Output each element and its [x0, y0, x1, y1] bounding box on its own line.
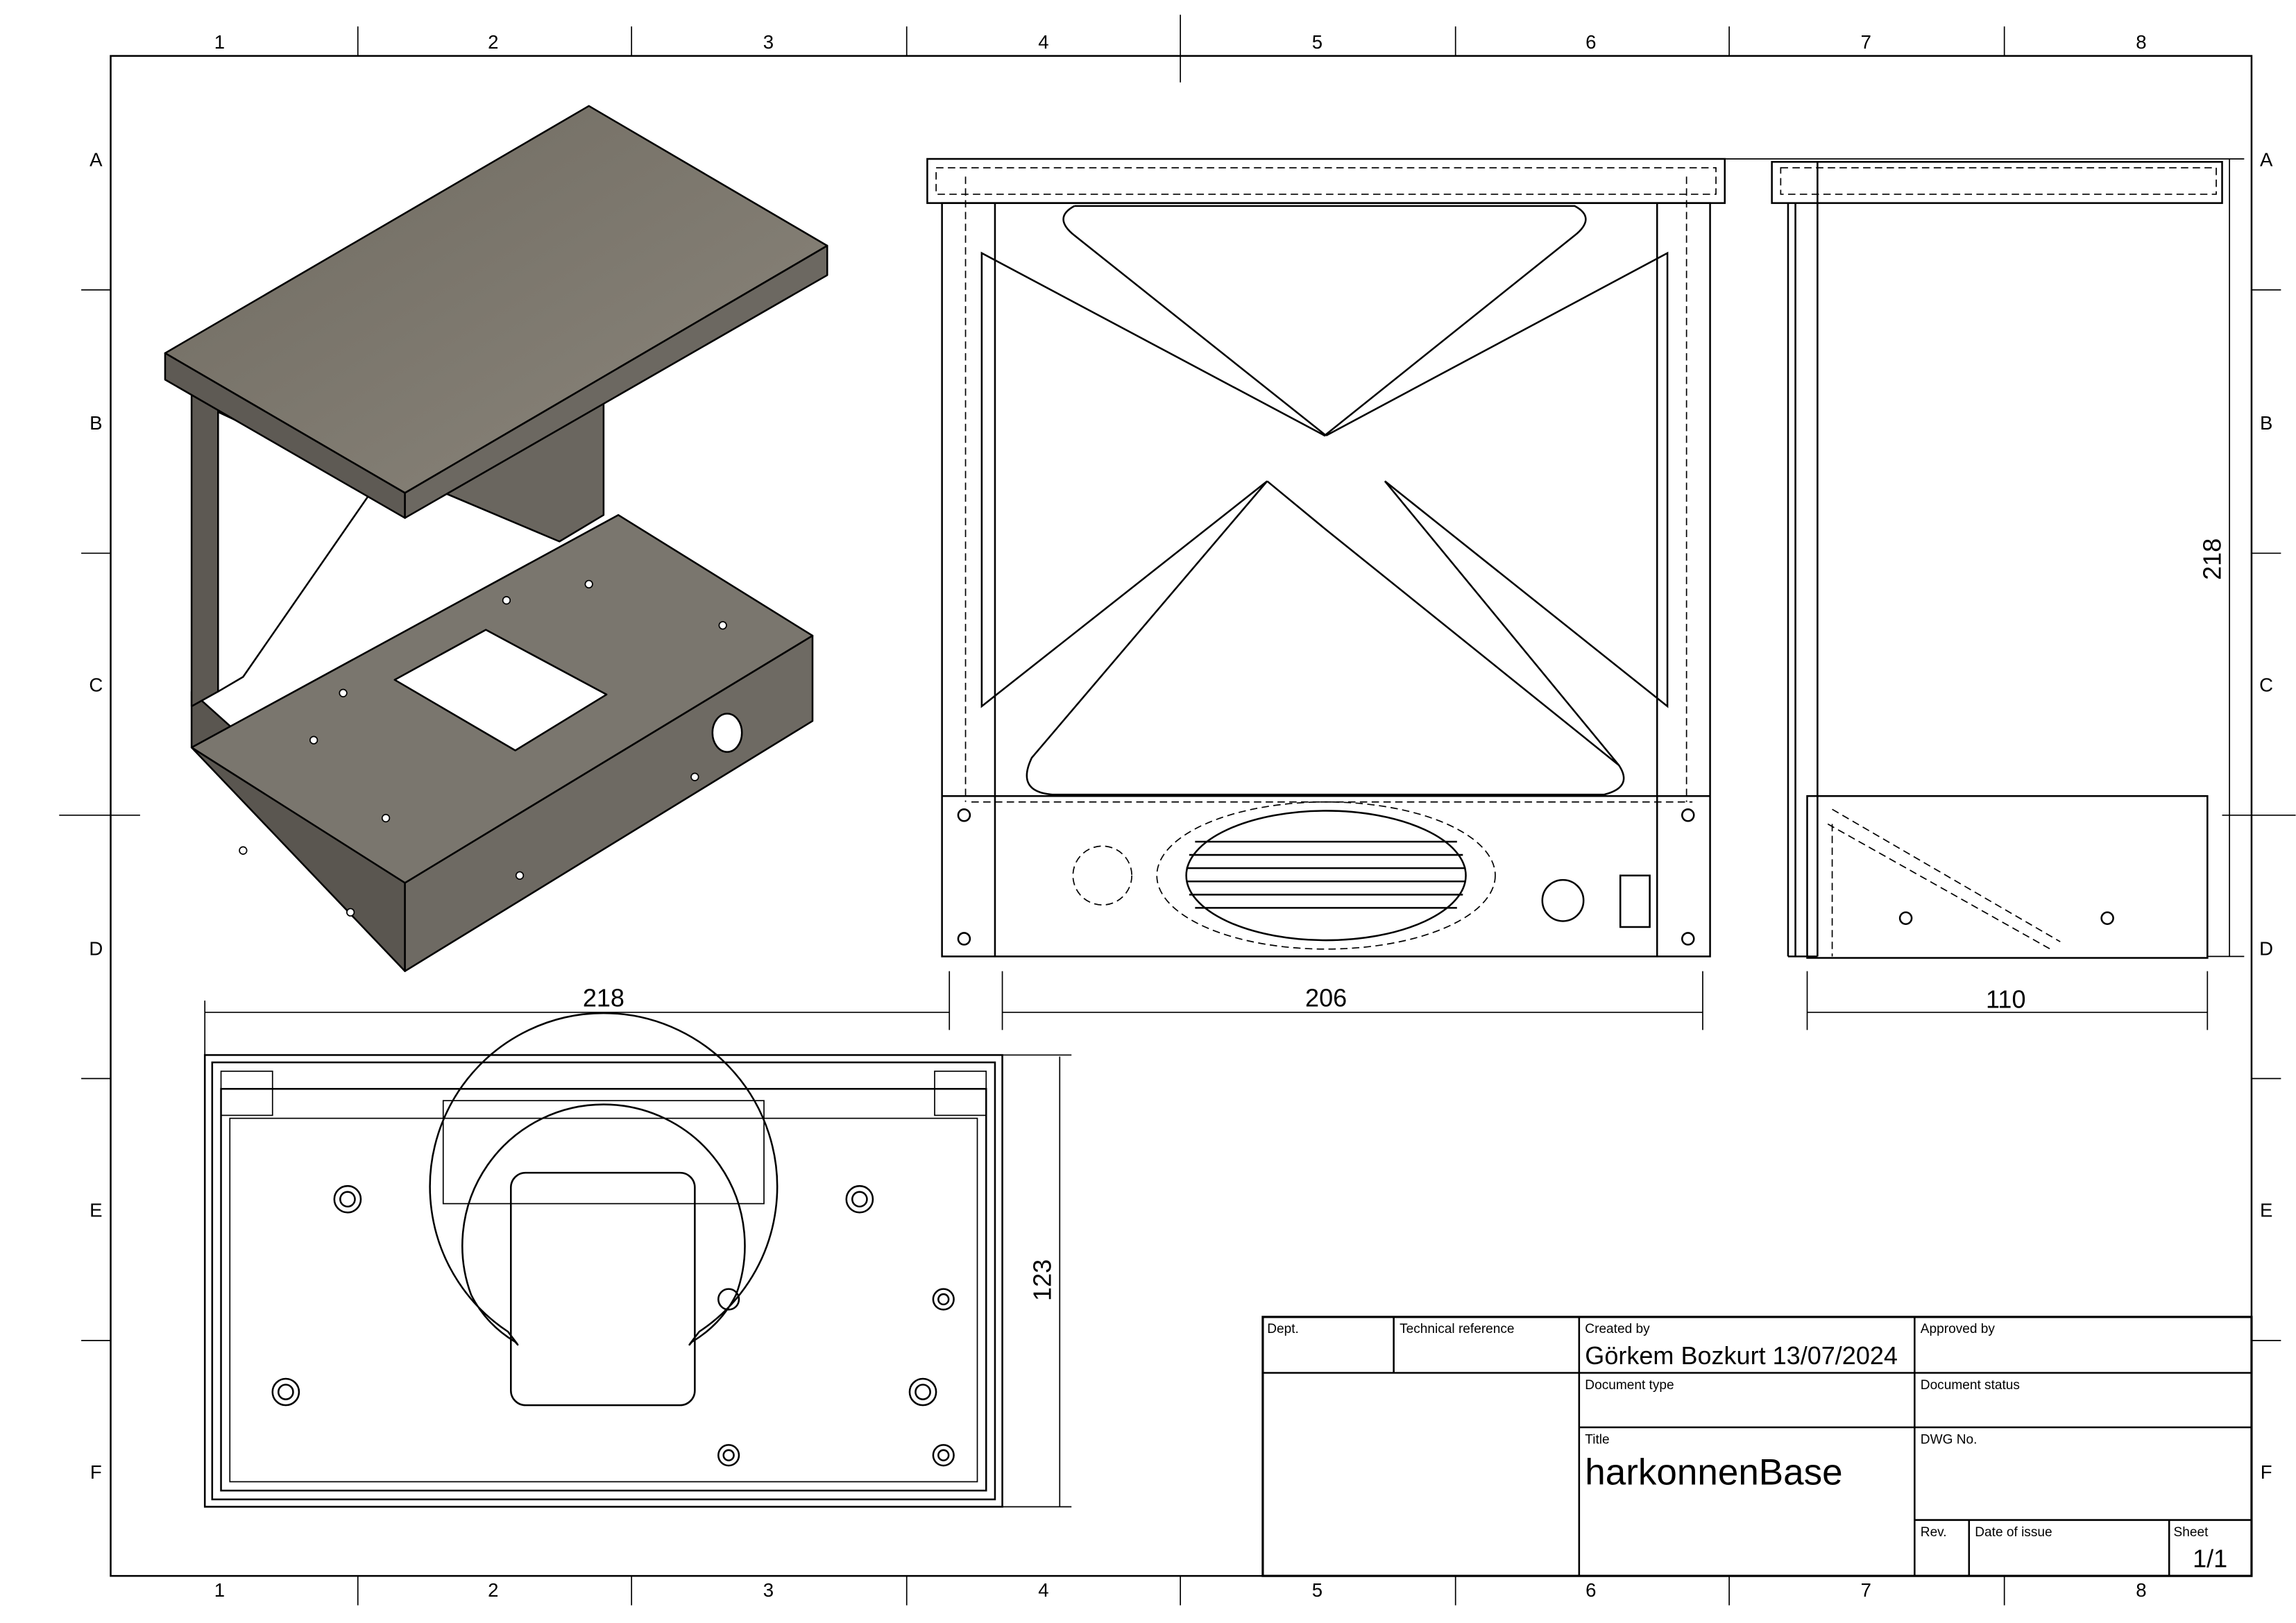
zone-row-f: F: [90, 1461, 102, 1483]
isometric-view: [164, 105, 828, 972]
zone-row-a: A: [90, 149, 103, 171]
column-labels-top: 1 2 3 4 5 6 7 8: [214, 31, 2147, 53]
dim-front-total-width: 218: [583, 983, 624, 1012]
zone-col-6: 6: [1585, 31, 1596, 53]
zone-row-d: D: [89, 937, 103, 959]
technical-reference-label: Technical reference: [1400, 1322, 1514, 1336]
zone-col-8: 8: [2136, 31, 2146, 53]
date-of-issue-label: Date of issue: [1975, 1525, 2052, 1540]
zone-col-7: 7: [1861, 31, 1871, 53]
zone-ticks: [59, 15, 2296, 1606]
zone-row-e: E: [2260, 1200, 2272, 1221]
zone-row-a: A: [2260, 149, 2273, 171]
zone-row-f: F: [2261, 1461, 2272, 1483]
top-view: [203, 1012, 1003, 1508]
document-type-label: Document type: [1585, 1378, 1674, 1393]
row-labels-left: A B C D E F: [89, 149, 103, 1484]
sheet-label: Sheet: [2174, 1525, 2209, 1540]
approved-by-label: Approved by: [1921, 1322, 1996, 1336]
zone-col-5: 5: [1312, 1579, 1323, 1601]
sheet-value: 1/1: [2193, 1544, 2227, 1572]
dwg-no-label: DWG No.: [1921, 1432, 1978, 1447]
drawing-title: harkonnenBase: [1585, 1452, 1842, 1493]
zone-row-b: B: [2260, 412, 2272, 434]
dim-side-height: 218: [2197, 538, 2226, 580]
zone-col-1: 1: [214, 31, 225, 53]
dimension-lines: [204, 158, 2245, 1508]
zone-row-e: E: [90, 1200, 102, 1221]
zone-col-6: 6: [1585, 1579, 1596, 1601]
dim-side-depth: 110: [1986, 985, 2025, 1014]
zone-col-4: 4: [1038, 1579, 1048, 1601]
zone-col-4: 4: [1038, 31, 1048, 53]
row-labels-right: A B C D E F: [2259, 149, 2273, 1484]
sheet-border: [110, 55, 2253, 1577]
zone-col-2: 2: [488, 31, 498, 53]
dept-label: Dept.: [1267, 1322, 1299, 1336]
created-by-value: Görkem Bozkurt 13/07/2024: [1585, 1341, 1898, 1370]
title-block: Dept. Technical reference Created by Gör…: [1261, 1316, 2253, 1577]
zone-col-3: 3: [763, 31, 774, 53]
side-view: [1771, 160, 2223, 959]
zone-row-c: C: [2259, 674, 2273, 696]
rev-label: Rev.: [1921, 1525, 1947, 1540]
zone-col-2: 2: [488, 1579, 498, 1601]
created-by-label: Created by: [1585, 1322, 1650, 1336]
zone-col-8: 8: [2136, 1579, 2146, 1601]
zone-col-7: 7: [1861, 1579, 1871, 1601]
dim-top-depth: 123: [1028, 1259, 1057, 1301]
zone-col-5: 5: [1312, 31, 1323, 53]
document-status-label: Document status: [1921, 1378, 2020, 1393]
zone-col-1: 1: [214, 1579, 225, 1601]
zone-row-b: B: [90, 412, 102, 434]
zone-col-3: 3: [763, 1579, 774, 1601]
zone-row-d: D: [2259, 937, 2273, 959]
zone-row-c: C: [89, 674, 103, 696]
dim-front-inner-width: 206: [1305, 983, 1347, 1012]
front-view: [926, 158, 1726, 958]
title-label: Title: [1585, 1432, 1609, 1447]
column-labels-bottom: 1 2 3 4 5 6 7 8: [214, 1579, 2147, 1601]
